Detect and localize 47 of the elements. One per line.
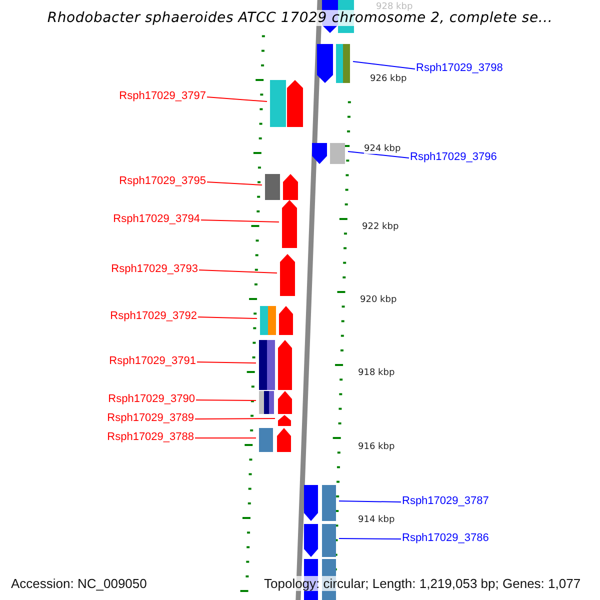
gene-label: Rsph17029_3795 xyxy=(119,176,206,187)
gene-feature xyxy=(312,143,345,164)
leader-line xyxy=(338,500,402,502)
gene-label: Rsph17029_3791 xyxy=(109,356,196,367)
gene-label: Rsph17029_3798 xyxy=(416,63,503,74)
gene-label: Rsph17029_3792 xyxy=(110,311,197,322)
leader-line xyxy=(194,418,276,420)
scale-label: 918 kbp xyxy=(358,369,395,378)
gene-label: Rsph17029_3788 xyxy=(107,432,194,443)
gene-feature xyxy=(259,340,292,390)
gene-feature xyxy=(304,524,336,557)
scale-label: 920 kbp xyxy=(360,296,397,305)
gene-label: Rsph17029_3797 xyxy=(119,91,206,102)
gene-label: Rsph17029_3790 xyxy=(108,394,195,405)
scale-label: 914 kbp xyxy=(358,516,395,525)
leader-line xyxy=(206,96,268,102)
info-text: Accession: NC_009050 xyxy=(10,576,148,591)
info-text: Topology: circular; Length: 1,219,053 bp; Genes: 1,077 xyxy=(263,576,582,591)
scale-label: 924 kbp xyxy=(364,145,401,154)
gene-label: Rsph17029_3787 xyxy=(402,496,489,507)
leader-line xyxy=(338,538,402,540)
gene-label: Rsph17029_3786 xyxy=(402,533,489,544)
scale-label: 922 kbp xyxy=(362,223,399,232)
leader-line xyxy=(196,400,256,401)
gene-feature xyxy=(260,306,293,335)
leader-line xyxy=(196,362,256,364)
gene-label: Rsph17029_3793 xyxy=(111,264,198,275)
gene-label: Rsph17029_3789 xyxy=(107,413,194,424)
gene-feature xyxy=(282,200,297,248)
leader-line xyxy=(352,61,416,70)
scale-label: 926 kbp xyxy=(370,75,407,84)
scale-label: 928 kbp xyxy=(376,3,413,12)
leader-line xyxy=(200,220,280,222)
gene-feature xyxy=(270,80,303,127)
scale-label: 916 kbp xyxy=(358,443,395,452)
gene-feature xyxy=(317,44,350,83)
gene-feature xyxy=(259,391,292,414)
leader-line xyxy=(198,270,278,274)
gene-feature xyxy=(304,485,336,521)
leader-line xyxy=(206,182,262,186)
gene-feature xyxy=(265,174,298,200)
gene-feature xyxy=(280,254,295,296)
leader-line xyxy=(198,316,258,319)
gene-label: Rsph17029_3794 xyxy=(113,214,200,225)
gene-feature xyxy=(259,428,291,452)
leader-line xyxy=(348,151,410,158)
gene-label: Rsph17029_3796 xyxy=(410,152,497,163)
